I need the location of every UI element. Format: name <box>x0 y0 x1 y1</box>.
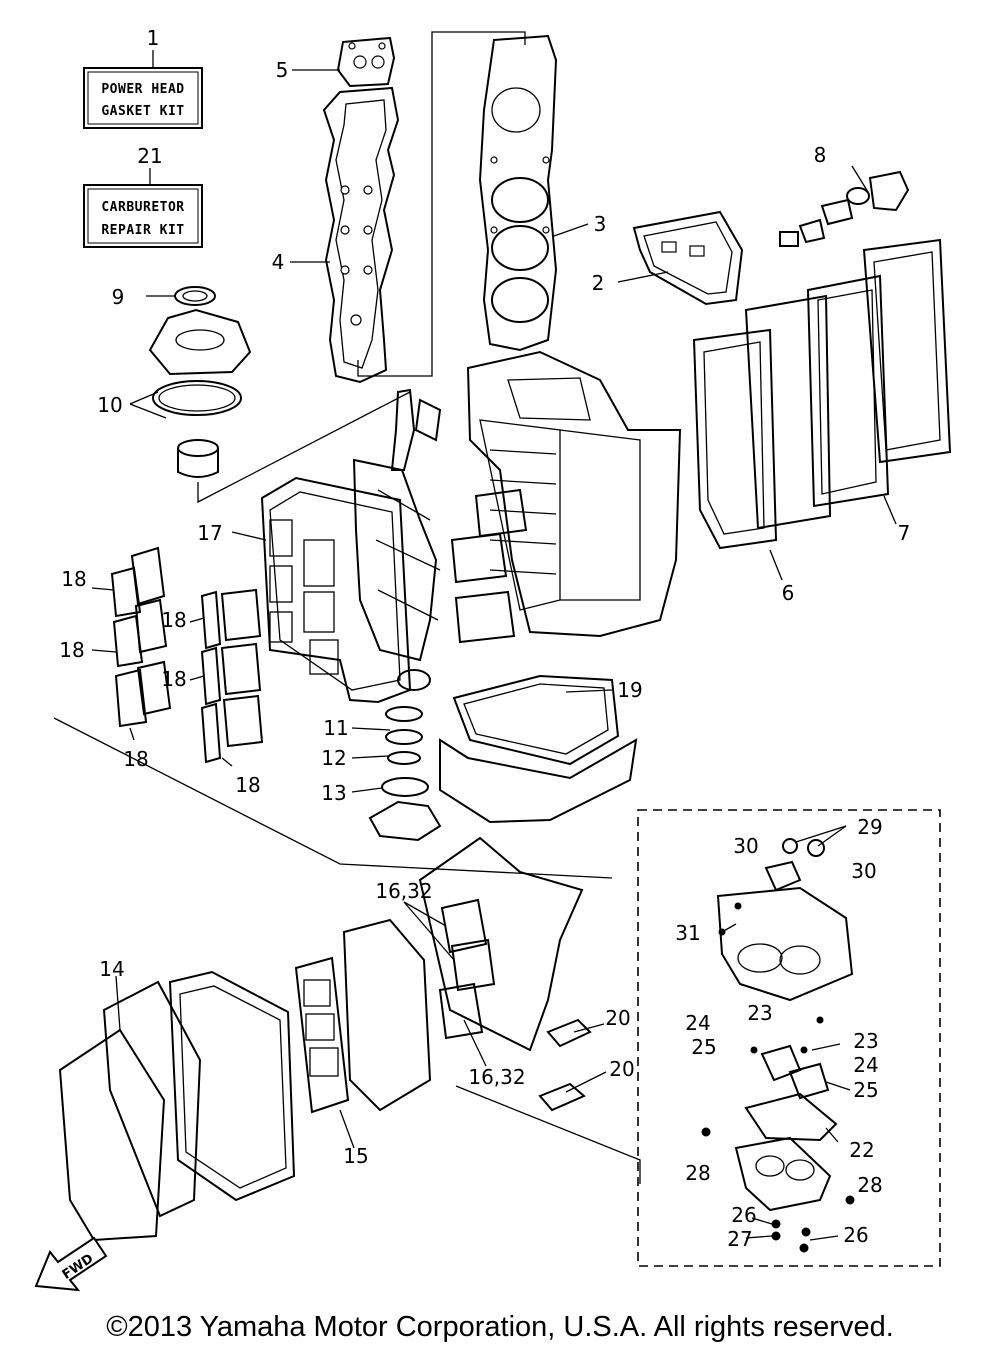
part-7-exhaust-cover-gasket <box>806 238 952 508</box>
carburetor-float-bowl <box>734 1044 838 1212</box>
fwd-arrow-icon: FWD <box>34 1236 108 1292</box>
part-8-thermostat-gasket <box>779 170 910 247</box>
callout-5: 5 <box>276 58 289 82</box>
callout-30b: 30 <box>851 859 876 883</box>
crankshaft <box>352 388 442 662</box>
callout-9: 9 <box>112 285 125 309</box>
part-18-reed-valves-right <box>200 588 264 764</box>
part-9-oil-seal <box>174 286 216 306</box>
callout-25a: 25 <box>691 1035 716 1059</box>
callout-28a: 28 <box>685 1161 710 1185</box>
callout-20b: 20 <box>609 1057 634 1081</box>
callout-29: 29 <box>857 815 882 839</box>
intake-manifold <box>342 836 584 1112</box>
callout-16-32a: 16,32 <box>375 879 432 903</box>
callout-21: 21 <box>137 144 162 168</box>
callout-3: 3 <box>594 212 607 236</box>
part-3-head-gasket <box>478 34 558 352</box>
callout-2: 2 <box>592 271 605 295</box>
part-4-cylinder-cover-gasket <box>322 86 400 384</box>
callout-24b: 24 <box>853 1053 878 1077</box>
callout-31: 31 <box>675 921 700 945</box>
carburetor-body <box>716 838 854 1002</box>
callout-17: 17 <box>197 521 222 545</box>
lower-seals-11-12-13 <box>368 706 442 842</box>
callout-18a: 18 <box>61 567 86 591</box>
power-head-gasket-kit: 1 POWER HEAD GASKET KIT <box>83 26 203 129</box>
kit-label-line1: POWER HEAD <box>101 82 184 97</box>
callout-1: 1 <box>147 26 160 50</box>
callout-30a: 30 <box>733 834 758 858</box>
part-19-exhaust-guide-gasket <box>439 674 638 824</box>
callout-12: 12 <box>321 746 346 770</box>
callout-26b: 26 <box>843 1223 868 1247</box>
part-2-gasket <box>632 210 744 306</box>
part-18-reed-valves-left <box>110 546 172 728</box>
callout-20a: 20 <box>605 1006 630 1030</box>
copyright-notice: ©2013 Yamaha Motor Corporation, U.S.A. A… <box>106 1311 894 1343</box>
part-14-silencer-cover <box>58 980 202 1242</box>
callout-23a: 23 <box>747 1001 772 1025</box>
silencer-body <box>168 970 296 1202</box>
pistons <box>450 488 528 644</box>
callout-28b: 28 <box>857 1173 882 1197</box>
callout-18b: 18 <box>59 638 84 662</box>
callout-13: 13 <box>321 781 346 805</box>
callout-10: 10 <box>97 393 122 417</box>
callout-25b: 25 <box>853 1078 878 1102</box>
part-16-32-carb-gaskets <box>438 898 496 1040</box>
carburetor-detail-frame <box>637 809 941 1267</box>
part-17-crankcase-cover <box>260 476 412 704</box>
callout-11: 11 <box>323 716 348 740</box>
callout-8: 8 <box>814 143 827 167</box>
carburetor-small-parts <box>701 902 855 1253</box>
upper-bearing-housing <box>148 308 252 376</box>
part-6-exhaust-gasket <box>692 294 832 550</box>
callout-7: 7 <box>898 521 911 545</box>
callout-26a: 26 <box>731 1203 756 1227</box>
callout-23b: 23 <box>853 1029 878 1053</box>
part-15-intake-gasket <box>294 956 350 1114</box>
callout-19: 19 <box>617 678 642 702</box>
leader-lines <box>91 69 897 1241</box>
callout-4: 4 <box>272 250 285 274</box>
callout-18c: 18 <box>161 608 186 632</box>
callout-labels: 5 4 3 2 8 9 10 17 18 18 18 18 18 18 11 1… <box>59 58 910 1251</box>
callout-14: 14 <box>99 957 124 981</box>
kit-label-line2: REPAIR KIT <box>101 223 184 238</box>
callout-27: 27 <box>727 1227 752 1251</box>
callout-22: 22 <box>849 1138 874 1162</box>
cylinder-block <box>466 350 682 638</box>
callout-18f: 18 <box>235 773 260 797</box>
part-10-o-ring-bearing <box>152 380 242 478</box>
kit-label-line2: GASKET KIT <box>101 104 184 119</box>
callout-16-32b: 16,32 <box>468 1065 525 1089</box>
callout-18e: 18 <box>123 747 148 771</box>
carburetor-repair-kit: 21 CARBURETOR REPAIR KIT <box>83 144 203 248</box>
part-20-hose-gaskets <box>538 1018 592 1112</box>
part-5-exhaust-gasket <box>336 36 396 88</box>
callout-15: 15 <box>343 1144 368 1168</box>
callout-18d: 18 <box>161 667 186 691</box>
callout-24a: 24 <box>685 1011 710 1035</box>
callout-6: 6 <box>782 581 795 605</box>
kit-label-line1: CARBURETOR <box>101 200 184 215</box>
